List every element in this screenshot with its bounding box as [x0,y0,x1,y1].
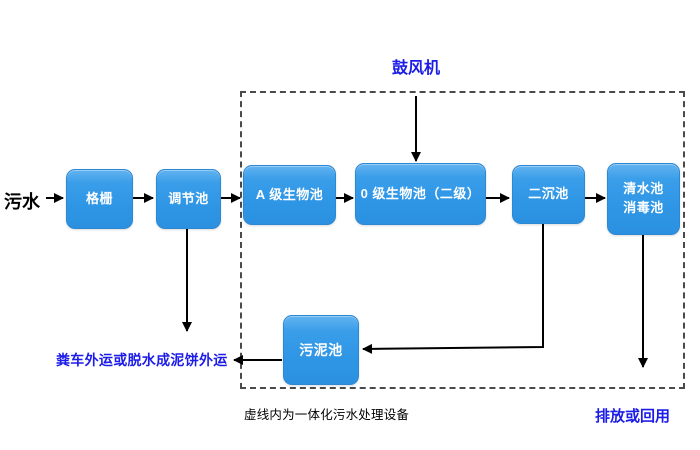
blower-label: 鼓风机 [392,60,441,77]
node-a-bio-tank-label: A 级生物池 [255,186,324,202]
node-clear-water-line1: 清水池 [623,181,664,197]
node-grid: 格栅 [66,169,133,229]
node-clear-water-disinfection-tank: 清水池 消毒池 [607,163,680,235]
node-o-bio-tank: 0 级生物池（二级） [355,163,486,225]
node-secondary-sedimentation-label: 二沉池 [528,186,569,202]
node-a-bio-tank: A 级生物池 [243,165,336,225]
node-regulating-tank: 调节池 [156,169,221,229]
node-grid-label: 格栅 [85,190,113,206]
node-sludge-tank-label: 污泥池 [299,341,343,358]
node-clear-water-line2: 消毒池 [623,200,664,215]
node-regulating-tank-label: 调节池 [168,190,209,206]
source-wastewater-label: 污水 [4,192,40,212]
dashed-box-caption: 虚线内为一体化污水处理设备 [244,408,410,422]
node-secondary-sedimentation-tank: 二沉池 [512,165,585,224]
integrated-equipment-dashed-boundary [240,91,685,389]
node-sludge-tank: 污泥池 [283,315,359,385]
sludge-disposal-label: 粪车外运或脱水成泥饼外运 [56,352,228,368]
discharge-reuse-label: 排放或回用 [595,408,671,425]
node-o-bio-tank-label: 0 级生物池（二级） [360,185,481,201]
